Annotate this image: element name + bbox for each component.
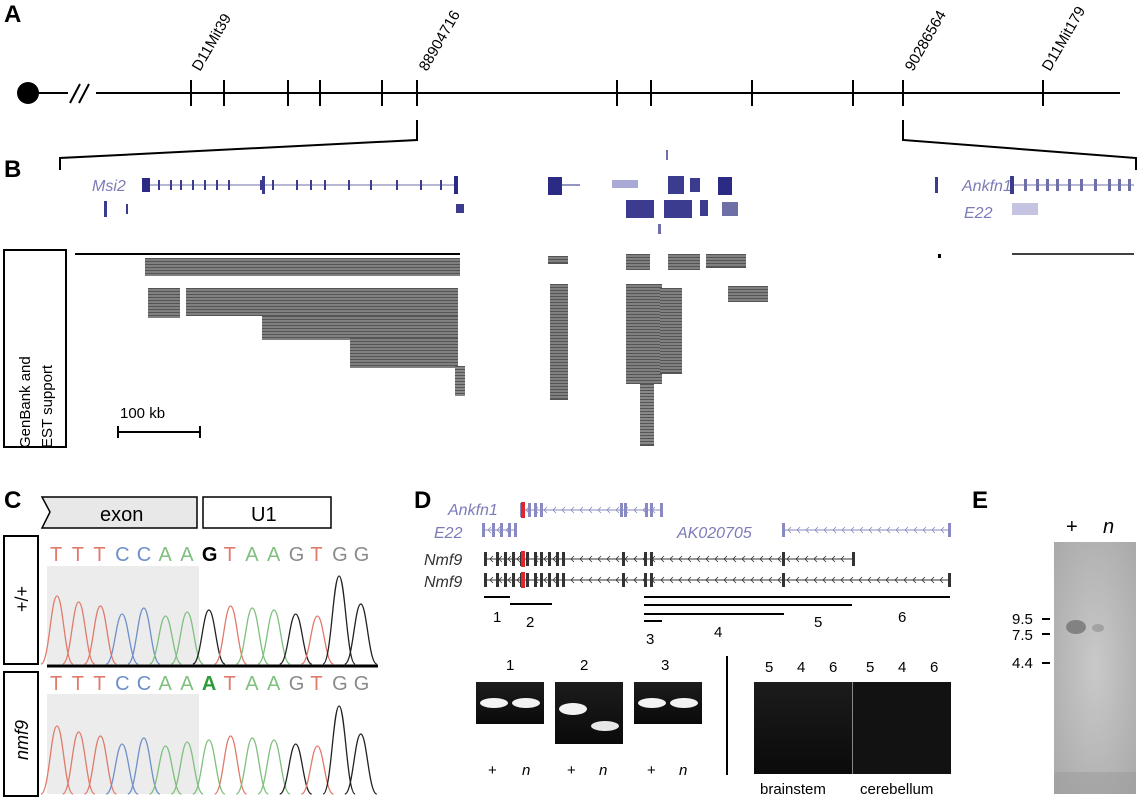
lane-n-1: n: [522, 762, 530, 779]
track-label-line1: GenBank and: [17, 356, 34, 448]
d-gene-nmf9-2: Nmf9: [424, 574, 462, 591]
gene-msi2: Msi2: [92, 178, 126, 195]
base-letter: T: [50, 673, 62, 695]
rgel-lane-5b: 5: [866, 659, 874, 676]
base-letter: T: [310, 544, 322, 566]
panel-letter-e: E: [972, 487, 988, 514]
est-support: GenBank and EST support 100 kb: [3, 249, 1134, 448]
base-letter: T: [93, 544, 105, 566]
base-letter: C: [137, 673, 151, 695]
blot-lane-plus: +: [1066, 516, 1078, 538]
rgel-lane-5a: 5: [765, 659, 773, 676]
lane-plus-3: +: [647, 762, 656, 779]
marker-d11mit39: D11Mit39: [189, 11, 235, 74]
base-letter: A: [180, 673, 194, 695]
lane-plus-2: +: [567, 762, 576, 779]
gel-label-3: 3: [661, 657, 669, 674]
tissue-brainstem: brainstem: [760, 781, 826, 798]
northern-blot: + n 9.5 7.5 4.4: [1012, 516, 1136, 794]
lane-plus-1: +: [488, 762, 497, 779]
gel-label-2: 2: [580, 657, 588, 674]
base-letter: G: [354, 673, 370, 695]
base-letter: G: [354, 544, 370, 566]
blot-lane-n: n: [1103, 516, 1114, 538]
panel-letter-d: D: [414, 487, 431, 514]
base-letter: A: [267, 544, 281, 566]
amplicon-6: 6: [898, 609, 906, 626]
base-letter: C: [115, 544, 129, 566]
gel-label-1: 1: [506, 657, 514, 674]
amplicon-1: 1: [493, 609, 501, 626]
amplicon-5: 5: [814, 614, 822, 631]
base-letter: A: [245, 544, 259, 566]
panel-letter-a: A: [4, 1, 21, 28]
base-letter: T: [72, 544, 84, 566]
exon-box: [40, 496, 198, 529]
base-letter: C: [115, 673, 129, 695]
base-letter: G: [289, 544, 305, 566]
tissue-cerebellum: cerebellum: [860, 781, 933, 798]
panel-letter-c: C: [4, 487, 21, 514]
base-letter: A: [267, 673, 281, 695]
blot-image: [1054, 542, 1136, 794]
axis-break: [69, 83, 81, 104]
base-letter: A: [245, 673, 259, 695]
lane-n-3: n: [679, 762, 687, 779]
base-letter: T: [310, 673, 322, 695]
d-gene-ak020705: AK020705: [676, 525, 752, 542]
base-letter: A: [159, 544, 173, 566]
size-9-5: 9.5: [1012, 611, 1033, 628]
rgel-lane-4b: 4: [898, 659, 906, 676]
gene-e22: E22: [964, 205, 993, 222]
transcript-diagram: Ankfn1 E22 AK020705 Nmf9 Nmf9 1 2 3 4 5 …: [424, 502, 951, 648]
track-label-box: [3, 249, 67, 448]
marker-90286564: 90286564: [902, 8, 950, 74]
amplicon-2: 2: [526, 614, 534, 631]
size-7-5: 7.5: [1012, 627, 1033, 644]
u1-label: U1: [251, 504, 277, 526]
chromosome-map: D11Mit39 88904716 90286564 D11Mit179: [17, 4, 1137, 170]
size-4-4: 4.4: [1012, 655, 1033, 672]
base-letter: G: [202, 544, 218, 566]
d-gene-ankfn1: Ankfn1: [447, 502, 498, 519]
base-letter: T: [224, 544, 236, 566]
row-label-mut: nmf9: [12, 720, 32, 760]
base-letter: T: [93, 673, 105, 695]
base-letter: A: [202, 673, 216, 695]
d-gene-nmf9-1: Nmf9: [424, 552, 462, 569]
scale-bar-label: 100 kb: [120, 405, 165, 422]
base-letter: G: [332, 544, 348, 566]
marker-d11mit179: D11Mit179: [1039, 4, 1089, 74]
base-letter: T: [224, 673, 236, 695]
rgel-lane-4a: 4: [797, 659, 805, 676]
track-label-line2: EST support: [39, 364, 56, 448]
gene-track: Msi2 Ankfn1 E22: [92, 150, 1134, 234]
gene-ankfn1: Ankfn1: [961, 178, 1012, 195]
base-letter: A: [180, 544, 194, 566]
amplicon-3: 3: [646, 631, 654, 648]
exon-label: exon: [100, 504, 143, 526]
base-letter: C: [137, 544, 151, 566]
rgel-lane-6b: 6: [930, 659, 938, 676]
d-gene-e22: E22: [434, 525, 463, 542]
base-letter: T: [50, 544, 62, 566]
marker-88904716: 88904716: [416, 8, 464, 74]
amplicon-4: 4: [714, 624, 722, 641]
gel-images: 1 2 3 + n + n + n 5 4 6 5 4 6 brainstem …: [476, 656, 951, 798]
base-letter: G: [289, 673, 305, 695]
base-letter: G: [332, 673, 348, 695]
u1-box: [202, 496, 332, 529]
lane-n-2: n: [599, 762, 607, 779]
panel-letter-b: B: [4, 156, 21, 183]
row-label-wt: +/+: [12, 586, 32, 612]
base-letter: T: [72, 673, 84, 695]
rgel-lane-6a: 6: [829, 659, 837, 676]
base-letter: A: [159, 673, 173, 695]
